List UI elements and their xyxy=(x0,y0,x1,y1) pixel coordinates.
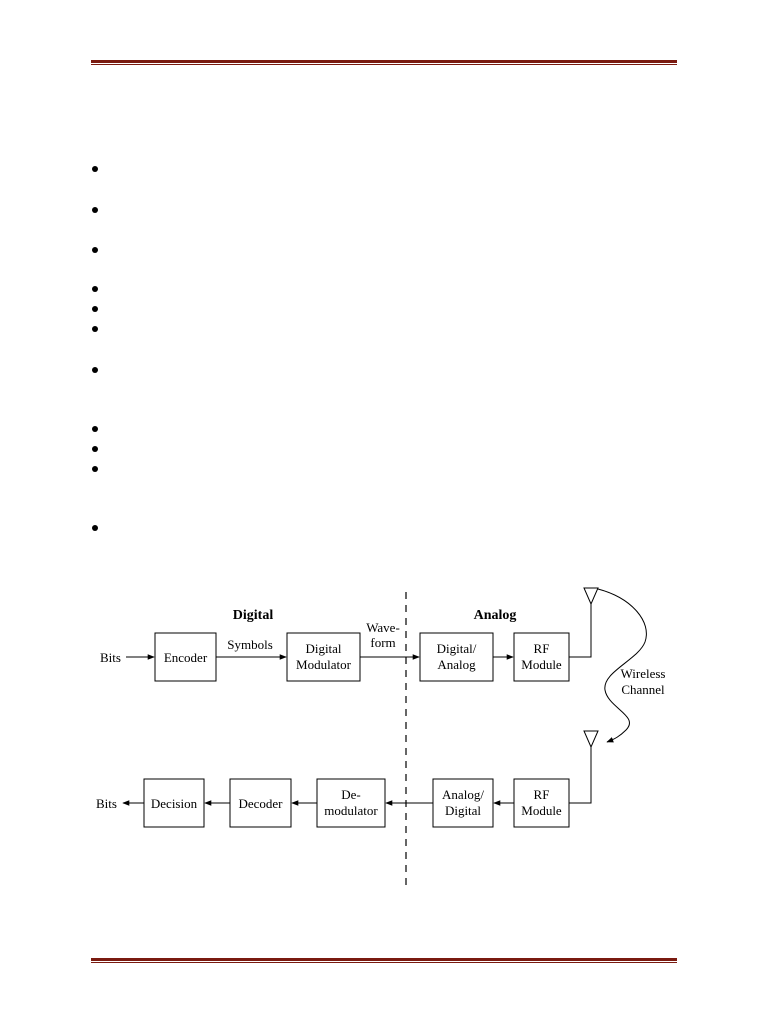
adc-block xyxy=(432,778,494,828)
rx-rf-label-line2: Module xyxy=(521,803,562,818)
bullet-dot xyxy=(92,426,98,432)
decoder-label: Decoder xyxy=(238,796,283,811)
tx-rf-label-line1: RF xyxy=(534,641,550,656)
bullet-item xyxy=(92,423,652,437)
waveform-label-line2: form xyxy=(370,635,395,650)
demodulator-label-line1: De- xyxy=(341,787,361,802)
bullet-dot xyxy=(92,367,98,373)
bullet-item xyxy=(92,163,652,177)
decision-label: Decision xyxy=(151,796,198,811)
bullet-item xyxy=(92,323,652,337)
dac-block xyxy=(419,632,494,682)
bullet-item xyxy=(92,303,652,317)
channel-label-line1: Wireless xyxy=(621,666,666,681)
symbols-label: Symbols xyxy=(227,637,273,652)
digital-section-label: Digital xyxy=(233,608,274,623)
modulator-label-line2: Modulator xyxy=(296,657,352,672)
rx-output-label: Bits xyxy=(96,796,117,811)
waveform-label-line1: Wave- xyxy=(366,620,400,635)
decision-block xyxy=(143,778,205,828)
bullet-dot xyxy=(92,166,98,172)
bullet-dot xyxy=(92,466,98,472)
tx-antenna-feed xyxy=(569,604,592,658)
bullet-dot xyxy=(92,306,98,312)
demodulator-label-line2: modulator xyxy=(324,803,378,818)
dac-label-line1: Digital/ xyxy=(437,641,477,656)
bullet-item xyxy=(92,244,652,258)
analog-section-label: Analog xyxy=(474,608,517,623)
rx-antenna-feed xyxy=(569,747,592,804)
bullet-dot xyxy=(92,247,98,253)
bullet-item xyxy=(92,463,652,477)
dac-label-line2: Analog xyxy=(437,657,476,672)
decoder-block xyxy=(229,778,292,828)
bullet-dot xyxy=(92,525,98,531)
rx-antenna-icon xyxy=(583,730,599,749)
header-rule xyxy=(91,60,677,65)
bullet-item xyxy=(92,283,652,297)
tx-input-label: Bits xyxy=(100,650,121,665)
bullet-item xyxy=(92,204,652,218)
bullet-dot xyxy=(92,286,98,292)
footer-rule xyxy=(91,958,677,963)
adc-label-line1: Analog/ xyxy=(442,787,484,802)
adc-label-line2: Digital xyxy=(445,803,481,818)
encoder-label: Encoder xyxy=(164,650,208,665)
encoder-block xyxy=(154,632,217,682)
tx-rf-label-line2: Module xyxy=(521,657,562,672)
bullet-dot xyxy=(92,326,98,332)
tx-rf-module-block xyxy=(513,632,570,682)
bullet-dot xyxy=(92,207,98,213)
bullet-dot xyxy=(92,446,98,452)
rx-rf-label-line1: RF xyxy=(534,787,550,802)
bullet-item xyxy=(92,443,652,457)
bullet-item xyxy=(92,364,652,378)
channel-label-line2: Channel xyxy=(621,682,665,697)
digital-modulator-block xyxy=(286,632,361,682)
modulator-label-line1: Digital xyxy=(305,641,341,656)
bullet-item xyxy=(92,522,652,536)
tx-antenna-icon xyxy=(583,587,599,606)
wireless-channel-path xyxy=(597,588,647,743)
